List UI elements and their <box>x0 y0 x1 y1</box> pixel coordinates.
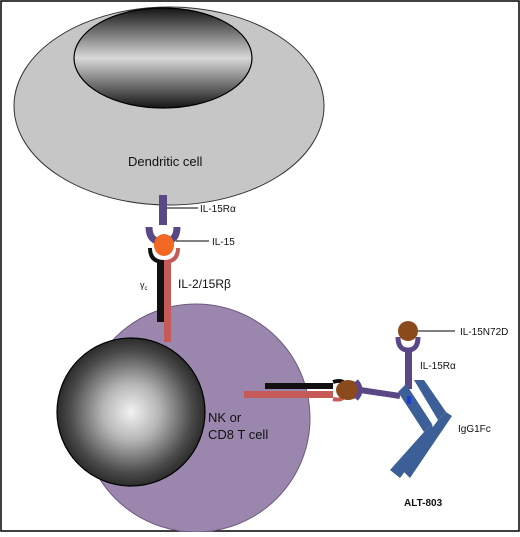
igg1fc-linker <box>407 396 411 404</box>
dendritic-cell-label: Dendritic cell <box>128 154 203 169</box>
igg1fc-domain <box>390 380 452 478</box>
il2-15rb-label: IL-2/15Rβ <box>178 277 231 291</box>
il15ra-stalk-dendritic <box>159 195 167 225</box>
il2-15rb-chain-horizontal <box>244 391 333 398</box>
igg1fc-right-arm <box>414 380 446 420</box>
il15-molecule <box>154 234 174 256</box>
igg1fc-right-fc <box>402 412 452 478</box>
il2-15rb-cup <box>163 247 180 264</box>
dendritic-cell-nucleus <box>73 7 253 109</box>
gamma-c-chain <box>157 262 164 322</box>
gamma-c-label: γc <box>140 280 148 292</box>
igg1fc-left-fc <box>390 424 434 478</box>
il2-15rb-chain <box>164 262 171 342</box>
alt803-label: ALT-803 <box>404 498 443 509</box>
il15-label: IL-15 <box>212 237 235 248</box>
il15ra-stalk-alt803-top <box>405 349 412 389</box>
nk-cell-nucleus <box>56 337 206 487</box>
gamma-c-subscript: c <box>145 286 148 292</box>
il15n72d-bound-molecule <box>336 380 360 400</box>
gamma-c-chain-horizontal <box>265 383 333 389</box>
nk-cell-label-line2: CD8 T cell <box>208 427 268 442</box>
igg1fc-left-arm <box>398 384 432 432</box>
il15ra-stalk-alt803-bound <box>359 387 401 399</box>
receptor-cup-nk <box>148 247 165 264</box>
nk-cell-label-line1: NK or <box>208 410 242 425</box>
il15n72d-molecule <box>398 321 418 341</box>
igg1fc-label: IgG1Fc <box>458 424 491 435</box>
il15n72d-label: IL-15N72D <box>460 327 508 338</box>
il15ra-top-label: IL-15Rα <box>200 204 236 215</box>
il15ra-right-label: IL-15Rα <box>420 361 456 372</box>
gamma-c-label-text: γ <box>140 280 145 290</box>
